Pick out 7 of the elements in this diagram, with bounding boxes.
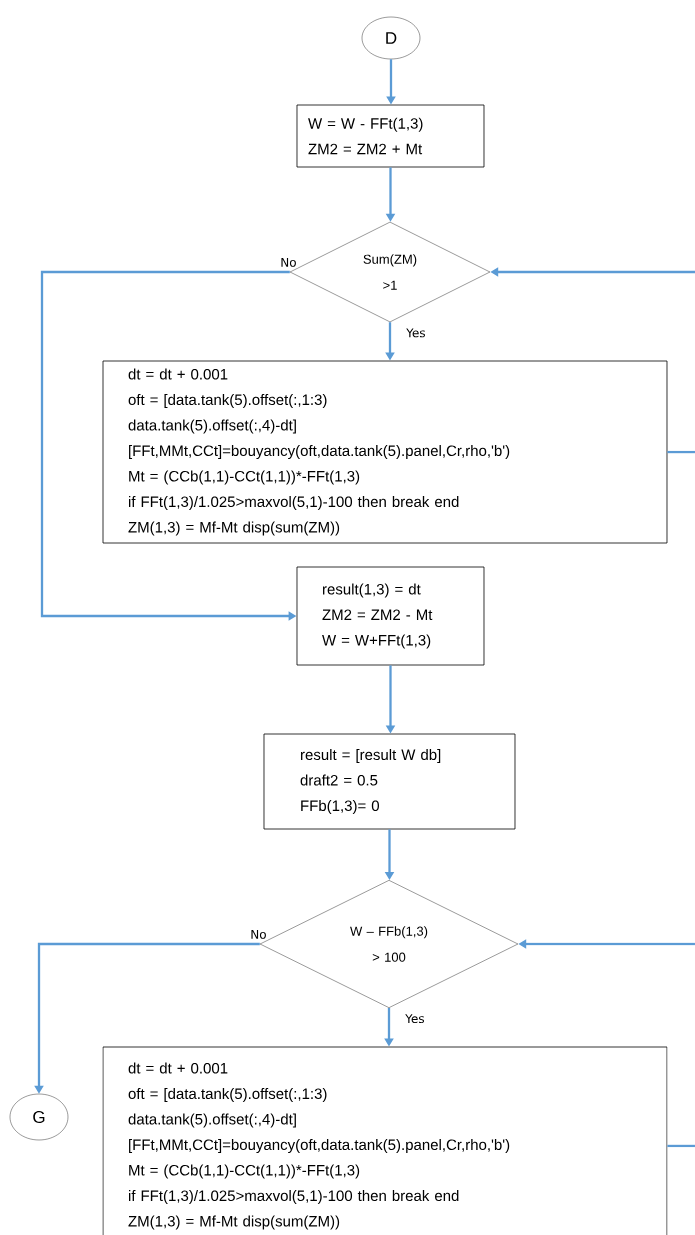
- process-box: result = [result W db] draft2 = 0.5 FFb(1,3)= 0: [263, 733, 516, 830]
- process-box: result(1,3) = dt ZM2 = ZM2 - Mt W = W+FFt(1,3): [296, 566, 485, 666]
- process-box: dt = dt + 0.001 oft = [data.tank(5).offset(:,1:3) data.tank(5).offset(:,4)-dt] [FFt,MMt,CCt]=bouyancy(oft,data.tank(5).panel,Cr,rho,'b') Mt = (CCb(1,1)-CCt(1,1))*-FFt(1,3) if FFt(1,3)/1.025>maxvol(5,1)-100 then break end ZM(1,3) = Mf-Mt disp(sum(ZM)): [102, 360, 668, 544]
- process-box: dt = dt + 0.001 oft = [data.tank(5).offset(:,1:3) data.tank(5).offset(:,4)-dt] [FFt,MMt,CCt]=bouyancy(oft,data.tank(5).panel,Cr,rho,'b') Mt = (CCb(1,1)-CCt(1,1))*-FFt(1,3) if FFt(1,3)/1.025>maxvol(5,1)-100 then break end ZM(1,3) = Mf-Mt disp(sum(ZM)): [102, 1046, 668, 1235]
- edge-label: Yes: [404, 1013, 426, 1025]
- edge-label: Yes: [405, 327, 427, 339]
- process-box: W = W - FFt(1,3) ZM2 = ZM2 + Mt: [296, 104, 485, 168]
